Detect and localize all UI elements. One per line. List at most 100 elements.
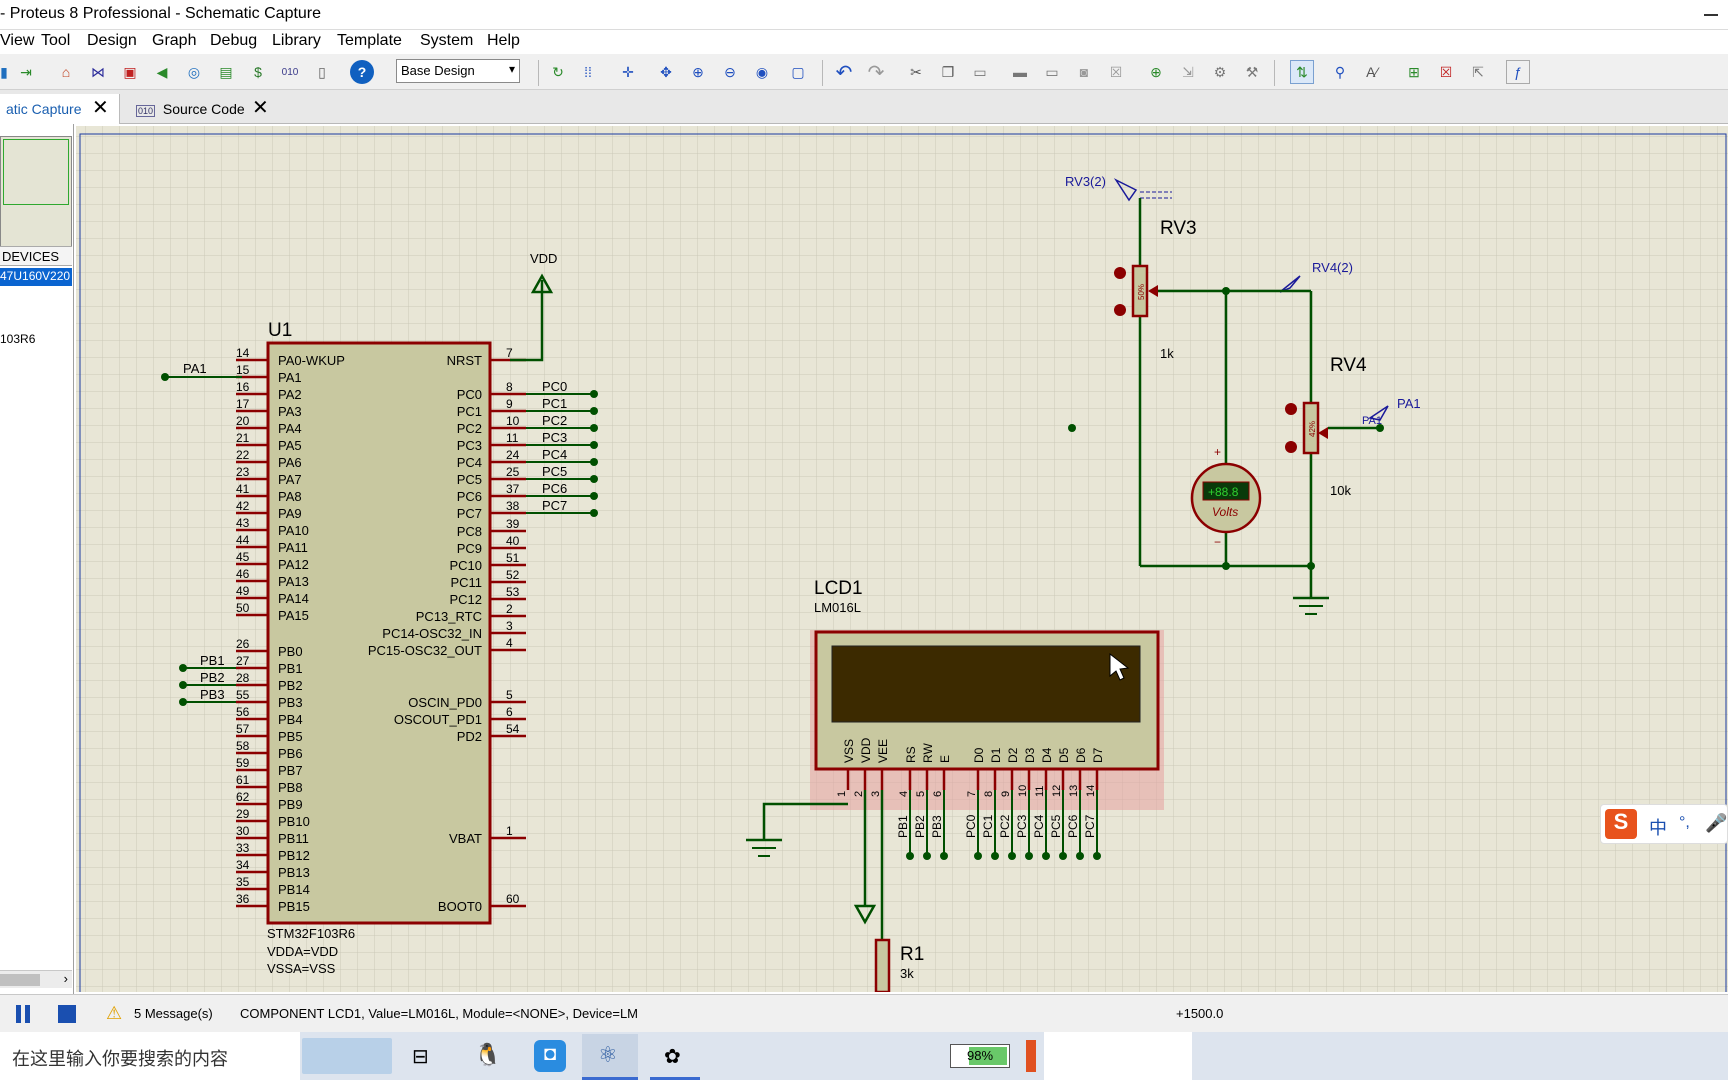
wire-autorouter-icon[interactable]: ⇅ <box>1290 60 1314 84</box>
gerber-icon[interactable]: ▤ <box>219 63 233 80</box>
copy-icon[interactable]: ❐ <box>941 63 955 80</box>
block-delete-icon[interactable]: ☒ <box>1109 63 1123 80</box>
warning-icon[interactable]: ⚠ <box>106 1003 123 1023</box>
refresh-icon[interactable]: ↻ <box>552 63 564 80</box>
chevron-right-icon[interactable]: › <box>63 971 68 986</box>
home-icon[interactable]: ⌂ <box>61 64 71 80</box>
menu-debug[interactable]: Debug <box>210 32 258 49</box>
wire-end-dot <box>1093 852 1101 860</box>
u1-pin-name: PB8 <box>278 780 303 795</box>
task-button[interactable]: ✿ <box>650 1034 700 1080</box>
erc-icon[interactable]: ƒ <box>1506 60 1530 84</box>
u1-pin-number: 49 <box>236 584 250 598</box>
rv4-potentiometer[interactable]: RV4(2) 42% PA1 PA1 RV4 10k <box>1222 260 1421 566</box>
package-icon[interactable]: ⚙ <box>1213 63 1227 80</box>
menu-graph[interactable]: Graph <box>152 32 197 49</box>
help-icon[interactable]: ? <box>350 60 374 84</box>
rv3-potentiometer[interactable]: RV3(2) 50% RV3 1k <box>1065 174 1226 566</box>
ime-language[interactable]: 中 <box>1649 818 1667 838</box>
redo-icon[interactable]: ↷ <box>867 61 885 84</box>
schematic-icon[interactable]: ⋈ <box>91 63 105 80</box>
stop-button[interactable] <box>58 1005 76 1023</box>
zoom-out-icon[interactable]: ⊖ <box>724 63 736 80</box>
ime-toolbar[interactable]: S 中 °, 🎤 <box>1600 804 1728 844</box>
grid-icon[interactable]: ⁞⁞ <box>584 64 592 80</box>
menu-template[interactable]: Template <box>337 32 402 49</box>
punctuation-icon[interactable]: °, <box>1679 814 1690 831</box>
scrollbar-thumb[interactable] <box>0 974 40 986</box>
r1-resistor[interactable]: R1 3k <box>874 938 924 992</box>
proteus-task-button[interactable]: ⚛ <box>582 1034 638 1080</box>
app-icon[interactable]: ◘ <box>534 1040 566 1072</box>
menu-system[interactable]: System <box>420 32 474 49</box>
battery-indicator[interactable]: 98% <box>950 1044 1010 1068</box>
microphone-icon[interactable]: 🎤 <box>1705 813 1728 833</box>
zoom-all-icon[interactable]: ◉ <box>755 63 769 80</box>
block-copy-icon[interactable]: ▬ <box>1013 64 1027 80</box>
menu-library[interactable]: Library <box>272 32 321 49</box>
u1-pin-number: 35 <box>236 875 250 889</box>
lcd-bus-label: PC4 <box>1032 814 1046 838</box>
device-list-item[interactable]: 47U160V220 <box>0 268 72 286</box>
lcd1-lm016l[interactable]: LCD1 LM016L VSS1VDD2VEE3RS4RW5E6D07D18D2… <box>746 578 1164 940</box>
notes-icon[interactable]: ▯ <box>318 63 326 80</box>
pick-device-icon[interactable]: ⊕ <box>1150 63 1162 80</box>
minimize-button[interactable] <box>1700 4 1722 26</box>
undo-icon[interactable]: ↶ <box>835 61 853 84</box>
block-rotate-icon[interactable]: ◙ <box>1079 64 1089 80</box>
block-move-icon[interactable]: ▭ <box>1045 63 1059 80</box>
3d-icon[interactable]: ◎ <box>187 63 201 80</box>
tab-source-code[interactable]: 010 Source Code ✕ <box>130 94 270 124</box>
notification-icon[interactable] <box>1026 1040 1036 1072</box>
windows-taskbar: 在这里输入你要搜索的内容 ⊟ 🐧 ◘ ⚛ ✿ 98% <box>0 1032 1728 1080</box>
menu-design[interactable]: Design <box>87 32 137 49</box>
zoom-area-icon[interactable]: ▢ <box>791 63 805 80</box>
paste-icon[interactable]: ▭ <box>973 63 987 80</box>
bom-icon[interactable]: $ <box>254 64 262 80</box>
make-device-icon[interactable]: ⇲ <box>1182 63 1194 80</box>
lcd-pins: VSS1VDD2VEE3RS4RW5E6D07D18D29D310D411D51… <box>836 737 1105 797</box>
new-sheet-icon[interactable]: ⊞ <box>1408 63 1420 80</box>
pa1-wire: PA1 <box>161 361 242 381</box>
qq-icon[interactable]: 🐧 <box>474 1042 502 1067</box>
vdd-power[interactable]: VDD <box>510 251 557 362</box>
pcb-icon[interactable]: ◀ <box>156 63 168 80</box>
tab-schematic-capture[interactable]: atic Capture ✕ <box>0 94 120 124</box>
import-icon[interactable]: ⇥ <box>20 63 32 80</box>
design-select[interactable]: Base Design▾ <box>396 59 520 83</box>
menu-tool[interactable]: Tool <box>41 32 71 49</box>
property-tool-icon[interactable]: A⁄ <box>1366 64 1378 80</box>
close-icon[interactable]: ✕ <box>252 97 269 119</box>
message-count[interactable]: 5 Message(s) <box>134 1006 213 1021</box>
rv4-pa-label: PA1 <box>1397 396 1421 411</box>
wire-end-dot <box>590 475 598 483</box>
u1-pin-number: 14 <box>236 346 250 360</box>
horizontal-scrollbar[interactable]: › <box>0 970 72 988</box>
wire-end-dot <box>179 698 187 706</box>
pan-icon[interactable]: ✥ <box>660 63 672 80</box>
voltmeter[interactable]: +88.8 Volts + − <box>1140 291 1329 615</box>
open-icon[interactable]: ▮ <box>0 63 8 80</box>
u1-pin-number: 57 <box>236 722 250 736</box>
remove-sheet-icon[interactable]: ☒ <box>1439 63 1453 80</box>
menu-help[interactable]: Help <box>487 32 520 49</box>
pause-button[interactable] <box>16 1005 32 1023</box>
taskbar-search-input[interactable]: 在这里输入你要搜索的内容 <box>0 1032 300 1080</box>
overview-preview[interactable] <box>0 136 72 248</box>
search-icon[interactable]: ⚲ <box>1334 63 1346 80</box>
lcd-pin-number: 9 <box>1000 791 1012 797</box>
decompose-icon[interactable]: ⚒ <box>1245 63 1259 80</box>
origin-icon[interactable]: ✛ <box>622 63 634 80</box>
close-icon[interactable]: ✕ <box>92 97 109 119</box>
device-list-item[interactable]: 103R6 <box>0 332 36 346</box>
chip-icon[interactable]: ▣ <box>123 63 137 80</box>
source-code-icon[interactable]: 010 <box>281 66 299 78</box>
zoom-in-icon[interactable]: ⊕ <box>692 63 704 80</box>
cut-icon[interactable]: ✂ <box>910 63 922 80</box>
menu-view[interactable]: View <box>0 32 35 49</box>
task-view-icon[interactable]: ⊟ <box>412 1046 429 1068</box>
u1-pin-name: BOOT0 <box>438 899 482 914</box>
sheet-navigate-icon[interactable]: ⇱ <box>1472 63 1484 80</box>
